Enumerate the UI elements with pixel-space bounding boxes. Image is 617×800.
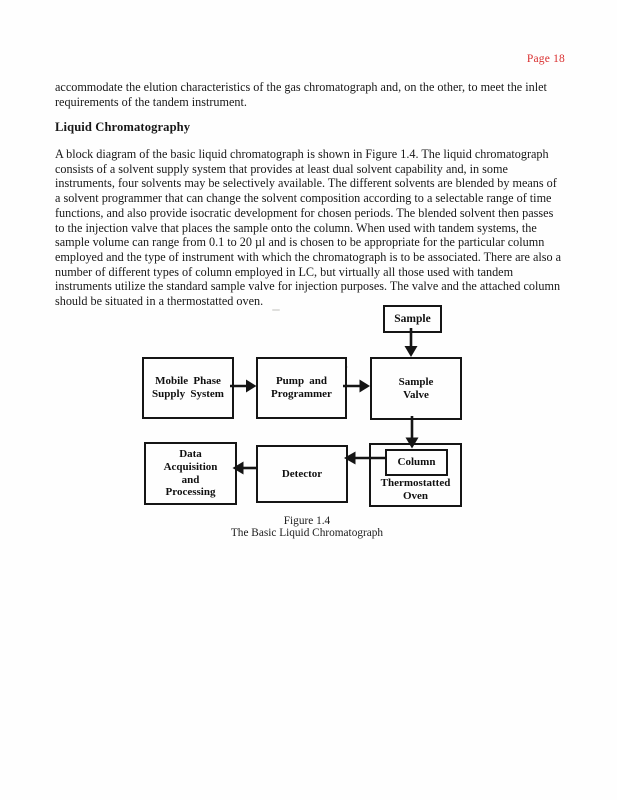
diagram-box-label: Thermostatted [380,477,451,489]
section-heading: Liquid Chromatography [55,120,191,134]
text-line: to the injection valve that places the s… [55,220,537,235]
arrow-pump-to-valve-icon [343,379,370,393]
diagram-box-label: Processing [165,486,216,499]
diagram-box-detector: Detector [256,445,348,503]
diagram-box-data-acquisition: Data Acquisition and Processing [144,442,237,505]
text-line: accommodate the elution characteristics … [55,80,547,94]
text-line: employed and the type of instrument with… [55,249,562,264]
diagram-box-label: Sample [394,312,431,325]
diagram-box-label: Valve [403,388,429,401]
text-line: consists of a solvent supply system that… [55,161,508,176]
text-line: instruments, four solvents may be select… [55,176,557,191]
diagram-box-column: Column [385,449,448,476]
text-line: requirements of the tandem instrument. [55,94,247,109]
block-diagram: Sample Mobile Phase Supply System Pump a… [0,300,617,515]
diagram-box-sample-valve: Sample Valve [370,357,462,420]
intro-paragraph: accommodate the elution characteristics … [55,80,571,109]
text-line: functions, and also provide isocratic de… [55,205,554,220]
text-line: should be situated in a thermostatted ov… [55,294,264,309]
diagram-box-label: and [181,473,200,486]
diagram-box-mobile-phase-supply: Mobile Phase Supply System [142,357,234,419]
diagram-box-label: Acquisition [163,460,218,473]
diagram-box-label: Column [397,456,436,469]
text-line: number of different types of column empl… [55,264,514,279]
diagram-box-sample: Sample [383,305,442,333]
diagram-box-label: Programmer [271,388,332,400]
figure-caption: Figure 1.4 The Basic Liquid Chromatograp… [2,515,612,540]
text-line: a solvent programmer that can change the… [55,191,552,206]
diagram-box-label: Supply System [152,388,224,400]
diagram-box-pump-programmer: Pump and Programmer [256,357,347,419]
figure-caption-number: Figure 1.4 [283,515,331,527]
diagram-box-label: Detector [281,467,323,480]
text-line: sample volume can range from 0.1 to 20 µ… [55,235,545,250]
diagram-box-label: Oven [402,490,429,502]
figure-caption-title: The Basic Liquid Chromatograph [230,527,384,540]
page-number: Page 18 [526,53,565,65]
scan-artifact [272,309,280,311]
diagram-box-label: Sample [398,375,434,388]
diagram-box-label: Pump and [275,375,328,388]
body-paragraph: A block diagram of the basic liquid chro… [55,147,571,309]
text-line: instruments utilize the standard sample … [55,279,561,294]
diagram-box-label: Mobile Phase [155,375,221,388]
text-line: A block diagram of the basic liquid chro… [55,147,549,161]
diagram-box-label: Data [179,448,202,461]
